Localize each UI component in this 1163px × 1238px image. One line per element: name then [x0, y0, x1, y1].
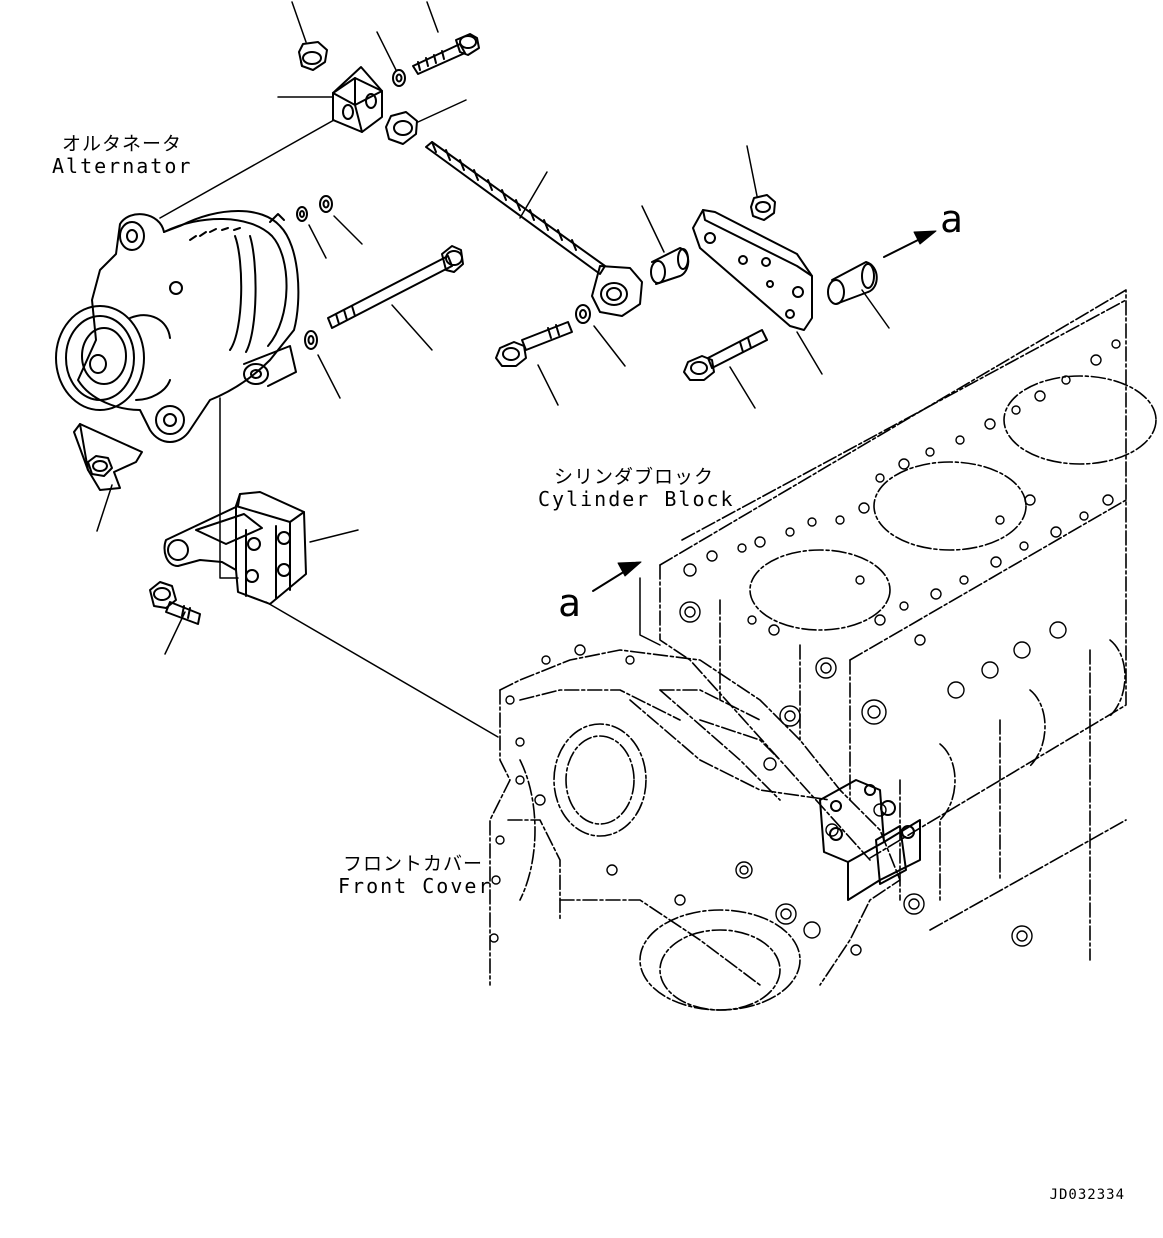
cylinder-block-label-en: Cylinder Block — [538, 487, 735, 511]
spacer-block — [332, 66, 383, 133]
nut-small-right — [750, 194, 776, 221]
front-cover-label-en: Front Cover — [338, 874, 493, 898]
front-cover-holes — [489, 644, 925, 956]
bolt-bracket — [149, 581, 201, 625]
cylinder-block-label-ja: シリンダブロック — [553, 466, 714, 488]
cylinder-block — [659, 289, 1157, 961]
bracket-plate — [692, 209, 813, 331]
front-cover — [489, 649, 901, 1011]
washers-pair — [296, 195, 333, 222]
bolt-rod — [495, 321, 573, 367]
nut-top-left — [298, 41, 328, 71]
alternator-label-ja: オルタネータ — [61, 133, 182, 155]
washer-lower — [304, 330, 318, 350]
leader-lines — [96, 1, 890, 738]
view-arrow-upper — [883, 230, 937, 258]
bolt-top — [412, 33, 480, 75]
drawing-id: JD032334 — [1049, 1187, 1125, 1203]
bolt-plate — [683, 329, 768, 381]
front-cover-label-ja: フロントカバー — [342, 853, 483, 875]
view-mark-lower: a — [558, 581, 581, 625]
nut-mid — [385, 111, 418, 145]
sleeve-collar — [650, 247, 690, 285]
view-arrow-lower — [592, 561, 642, 592]
alternator-label-en: Alternator — [52, 154, 193, 178]
sleeve-right — [827, 261, 878, 305]
alternator-label: オルタネータ Alternator — [52, 133, 192, 177]
washer-rod — [575, 304, 591, 324]
engine-mount-pad — [819, 779, 921, 901]
cylinder-block-holes — [679, 339, 1121, 947]
front-cover-label: フロントカバー Front Cover — [338, 853, 493, 898]
alternator — [55, 210, 300, 443]
washer-top — [392, 69, 406, 87]
heat-shield-clip — [73, 423, 143, 491]
cylinder-block-label: シリンダブロック Cylinder Block — [538, 466, 735, 511]
mounting-bracket — [163, 491, 307, 605]
adjust-rod — [425, 141, 643, 317]
view-mark-upper: a — [940, 197, 963, 241]
long-bolt — [327, 245, 464, 329]
